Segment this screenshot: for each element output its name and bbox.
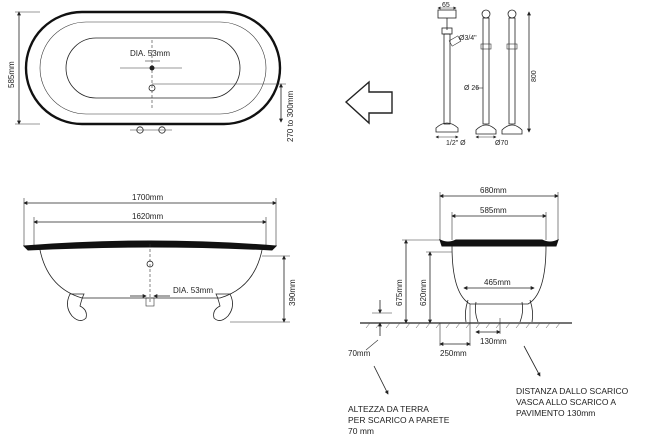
note-drain-line-3: PAVIMENTO 130mm [516,408,595,418]
top-width-label: 585mm [7,61,16,88]
note-floor-line-3: 70 mm [348,426,374,436]
end-floor-offset-label: 70mm [348,349,371,358]
drain-distance-note: DISTANZA DALLO SCARICO VASCA ALLO SCARIC… [516,386,629,418]
left-arrow-icon [344,80,393,125]
tap-thread-34-label: Ø3/4" [459,35,477,42]
side-drain-diameter-label: DIA. 53mm [173,286,213,295]
tub-outer-outline [24,10,282,126]
top-view: DIA. 53mm 585mm 270 to 300mm [7,10,295,142]
end-rim [439,239,559,247]
tap-pipe-26-label: Ø 26 [464,85,479,92]
end-height-675-label: 675mm [395,279,404,306]
end-height-620-label: 620mm [419,279,428,306]
foot-left [67,293,87,321]
side-body [39,249,263,299]
end-body [451,245,547,305]
note-drain-line-2: VASCA ALLO SCARICO A [516,397,616,407]
direction-arrow [344,80,393,125]
tub-rim-inner [39,21,267,115]
side-inner-length-label: 1620mm [132,212,163,221]
overflow-hole [148,84,156,92]
top-drain-diameter-label: DIA. 53mm [130,49,170,58]
tap-65-label: 65 [442,2,450,9]
end-inner-width-label: 585mm [480,206,507,215]
floor-height-note: ALTEZZA DA TERRA PER SCARICO A PARETE 70… [348,404,450,436]
end-drain-130-label: 130mm [480,337,507,346]
end-view: 680mm 585mm 465mm 6 [348,186,572,395]
end-overall-width-label: 680mm [480,186,507,195]
side-overall-length-label: 1700mm [132,193,163,202]
end-drain-250-label: 250mm [440,349,467,358]
top-height-range-label: 270 to 300mm [286,91,295,142]
tap-detail: 65 Ø3/4" Ø 26 800 1/2" Ø Ø70 [435,2,538,147]
note-drain-line-1: DISTANZA DALLO SCARICO [516,386,629,396]
foot-right [213,293,233,321]
tap-thread-12-label: 1/2" Ø [446,140,466,147]
side-height-label: 390mm [288,279,297,306]
note-floor-line-1: ALTEZZA DA TERRA [348,404,429,414]
note-floor-line-2: PER SCARICO A PARETE [348,415,450,425]
drain-hole-top [149,65,155,71]
tap-800-label: 800 [531,70,538,82]
tub-basin-outline [65,37,241,99]
tap-base-70-label: Ø70 [495,140,508,147]
end-bottom-width-label: 465mm [484,278,511,287]
side-view: 1700mm 1620mm DIA. 53mm 390mm [22,193,297,323]
